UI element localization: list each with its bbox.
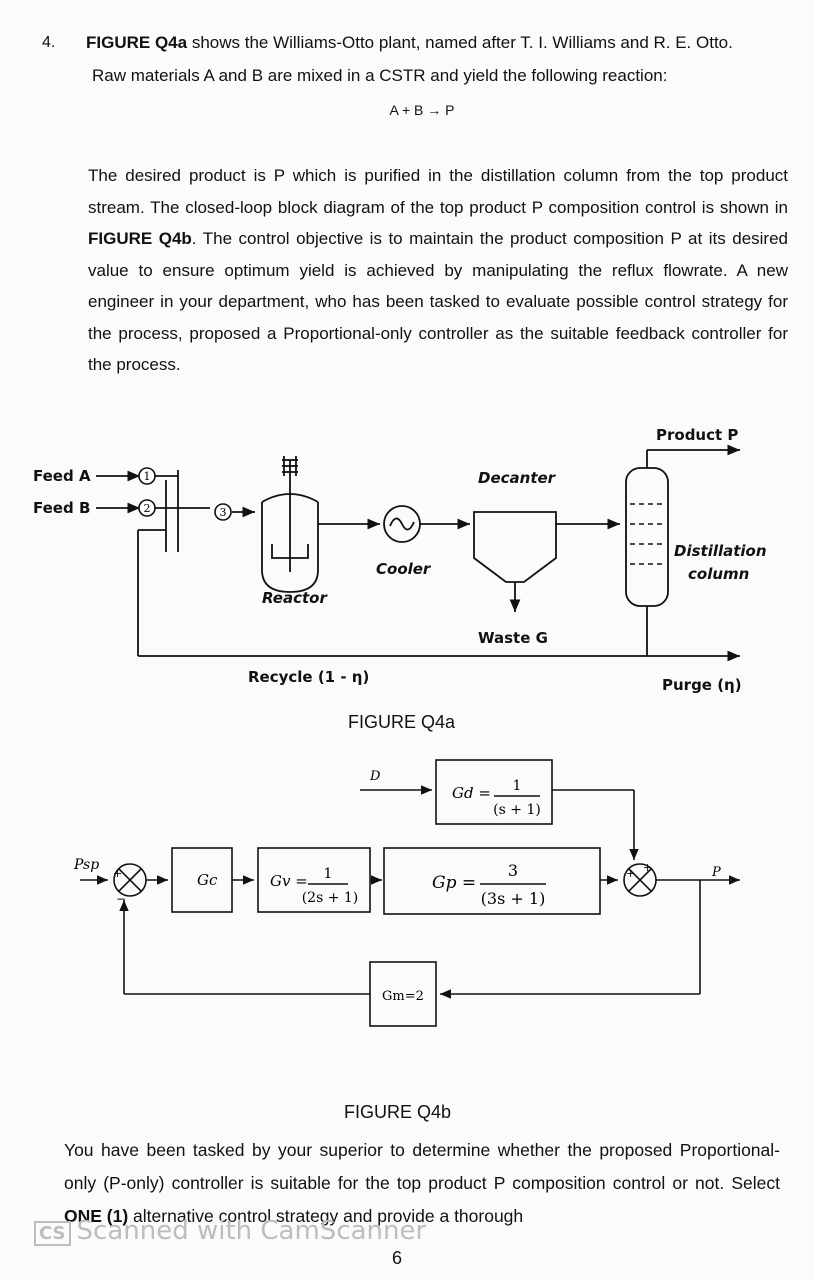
svg-text:1: 1 xyxy=(144,470,151,483)
svg-text:3: 3 xyxy=(220,506,227,519)
intro-line-text: shows the Williams-Otto plant, named aft… xyxy=(187,33,733,52)
task-text-b: alternative control strategy and provide… xyxy=(128,1206,524,1226)
task-paragraph: You have been tasked by your superior to… xyxy=(64,1134,780,1233)
dist-numerator: 1 xyxy=(513,778,522,794)
stream-1-marker: 1 xyxy=(138,467,156,485)
dist-lhs: Gd = xyxy=(452,784,491,802)
reactor-label: Reactor xyxy=(262,589,327,607)
page-number: 6 xyxy=(392,1248,403,1268)
cooler-label: Cooler xyxy=(376,560,431,578)
disturbance-label: D xyxy=(369,769,381,784)
distillation-label: Distillation xyxy=(674,542,767,560)
process-lhs: Gp = xyxy=(432,873,476,893)
paragraph-text-a: The desired product is P which is purifi… xyxy=(88,166,788,217)
figure-q4b-title: FIGURE Q4b xyxy=(344,1102,452,1122)
williams-otto-plant-diagram: 1 2 3 xyxy=(96,444,740,662)
feed-b-label: Feed B xyxy=(33,499,91,517)
summer1-minus-sign: − xyxy=(116,892,126,906)
valve-lhs: Gv = xyxy=(270,872,308,890)
raw-materials-line: Raw materials A and B are mixed in a CST… xyxy=(92,66,668,85)
feed-a-label: Feed A xyxy=(33,467,91,485)
column-label: column xyxy=(688,565,750,583)
setpoint-label: Psp xyxy=(73,857,99,873)
camscanner-logo: CS xyxy=(34,1221,71,1246)
figure-q4b-reference: FIGURE Q4b xyxy=(88,229,192,248)
task-text-bold: ONE (1) xyxy=(64,1206,129,1226)
svg-text:2: 2 xyxy=(144,502,151,515)
waste-g-label: Waste G xyxy=(478,629,548,647)
figure-q4a-reference: FIGURE Q4a xyxy=(86,33,188,52)
process-numerator: 3 xyxy=(508,861,518,880)
valve-numerator: 1 xyxy=(324,866,333,882)
product-p-label: Product P xyxy=(656,426,739,444)
summer2-plus-sign-left: + xyxy=(626,867,635,880)
purge-label: Purge (η) xyxy=(662,676,742,694)
summer1-plus-sign: + xyxy=(113,867,122,880)
figure-q4a-title: FIGURE Q4a xyxy=(348,712,456,732)
valve-denominator: (2s + 1) xyxy=(302,890,359,906)
decanter-label: Decanter xyxy=(478,469,556,487)
question-paragraph: The desired product is P which is purifi… xyxy=(88,160,788,381)
dist-denominator: (s + 1) xyxy=(493,802,541,818)
watermark-text: Scanned with CamScanner xyxy=(76,1216,427,1246)
stream-3-marker: 3 xyxy=(214,503,232,521)
question-number: 4. xyxy=(42,34,56,51)
process-denominator: (3s + 1) xyxy=(481,889,546,908)
stream-2-marker: 2 xyxy=(138,499,156,517)
reaction-equation: A + B → P xyxy=(389,102,455,118)
control-block-diagram: + − + + Psp Gc Gv = 1 (2s + 1) Gp = 3 (3… xyxy=(73,759,740,1027)
task-text-a: You have been tasked by your superior to… xyxy=(64,1140,780,1193)
measurement-label: Gm=2 xyxy=(382,989,424,1004)
output-label: P xyxy=(711,865,721,880)
question-intro-line: FIGURE Q4a shows the Williams-Otto plant… xyxy=(86,33,733,53)
paragraph-text-c: . The control objective is to maintain t… xyxy=(88,229,788,374)
summer2-plus-sign-top: + xyxy=(643,861,652,874)
controller-label: Gc xyxy=(197,871,218,889)
recycle-label: Recycle (1 - η) xyxy=(248,668,370,686)
